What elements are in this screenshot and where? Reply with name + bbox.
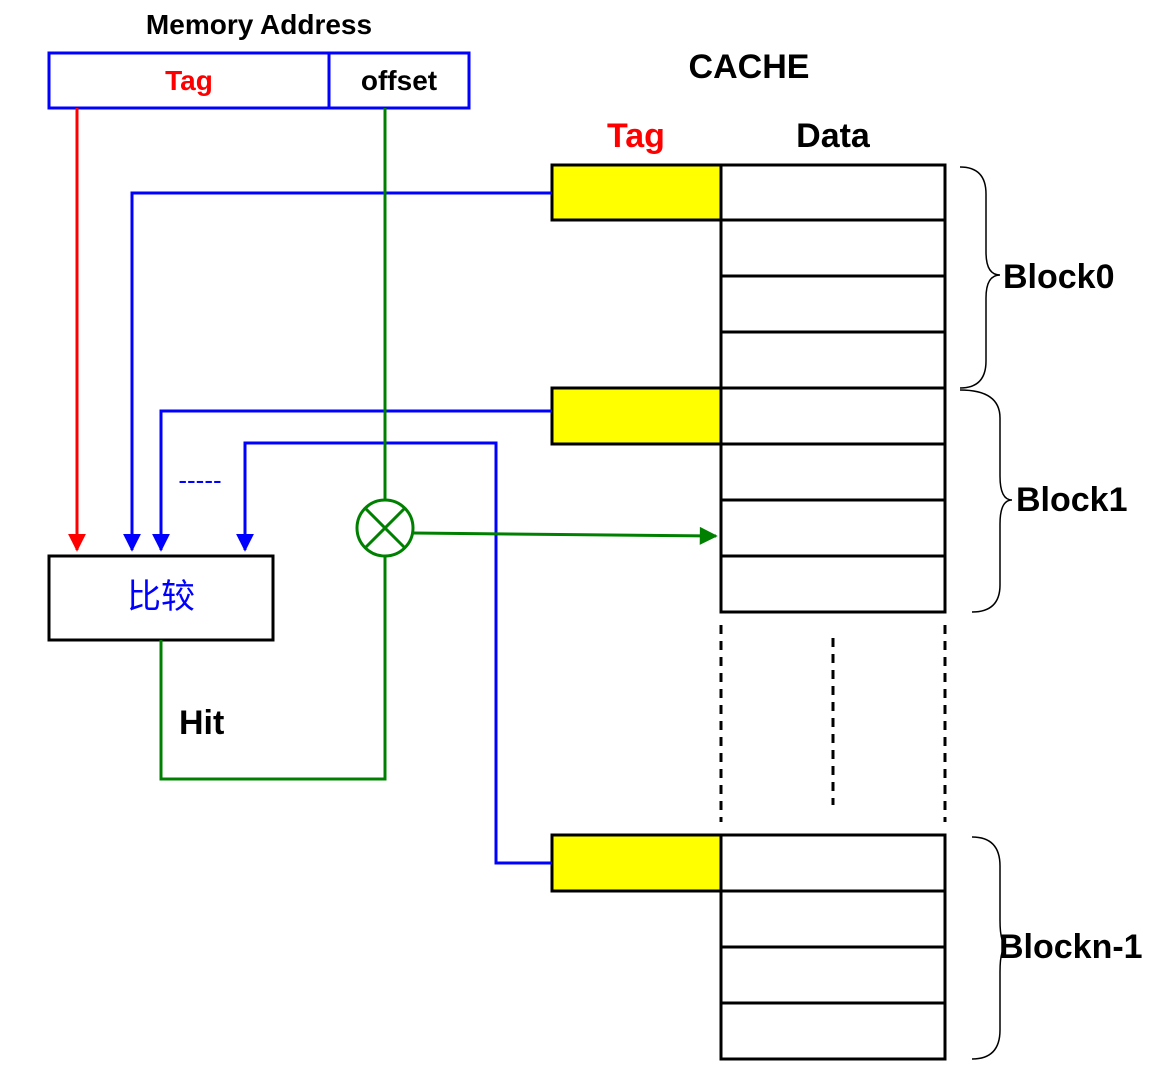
block1-tag-wire bbox=[152, 409, 552, 552]
select-gate-icon bbox=[355, 498, 415, 558]
cache-block-1 bbox=[550, 386, 947, 614]
data-line bbox=[719, 163, 947, 222]
data-line bbox=[719, 330, 947, 390]
comparator-label: 比较 bbox=[127, 577, 195, 617]
tag-cell-block0 bbox=[550, 163, 723, 222]
blockn-1-tag-wire bbox=[236, 441, 552, 865]
data-line bbox=[719, 442, 947, 502]
data-line bbox=[719, 218, 947, 278]
cache-title: CACHE bbox=[689, 48, 810, 86]
brace-blockn-1 bbox=[971, 836, 1009, 1060]
data-select-arrow bbox=[412, 526, 718, 545]
tag-cell-block1 bbox=[550, 386, 723, 446]
cache-continuation-dots bbox=[719, 625, 947, 822]
cache-tag-header: Tag bbox=[607, 117, 665, 155]
brace-block1 bbox=[959, 389, 1013, 613]
data-line bbox=[719, 554, 947, 614]
data-line bbox=[719, 386, 947, 446]
brace-block0 bbox=[959, 166, 1001, 389]
data-line bbox=[719, 274, 947, 334]
data-line bbox=[719, 1001, 947, 1061]
memory-address-title: Memory Address bbox=[146, 9, 372, 40]
memory-address-register bbox=[47, 51, 471, 110]
block0-label: Block0 bbox=[1003, 258, 1115, 296]
hit-label: Hit bbox=[179, 704, 224, 742]
cache-block-n-1 bbox=[550, 833, 947, 1061]
block0-tag-wire bbox=[123, 191, 552, 552]
data-line bbox=[719, 889, 947, 949]
data-line bbox=[719, 498, 947, 558]
comparator-ellipsis: ----- bbox=[178, 465, 221, 495]
address-tag-field: Tag bbox=[165, 65, 213, 96]
tag-cell-blockn-1 bbox=[550, 833, 723, 893]
data-line bbox=[719, 833, 947, 893]
data-line bbox=[719, 945, 947, 1005]
cache-data-header: Data bbox=[796, 117, 871, 155]
address-offset-field: offset bbox=[361, 65, 437, 96]
block-braces bbox=[959, 166, 1013, 1060]
block1-label: Block1 bbox=[1016, 481, 1128, 519]
cache-block-0 bbox=[550, 163, 947, 390]
blockn-1-label: Blockn-1 bbox=[999, 928, 1143, 966]
hit-wire bbox=[159, 557, 387, 781]
